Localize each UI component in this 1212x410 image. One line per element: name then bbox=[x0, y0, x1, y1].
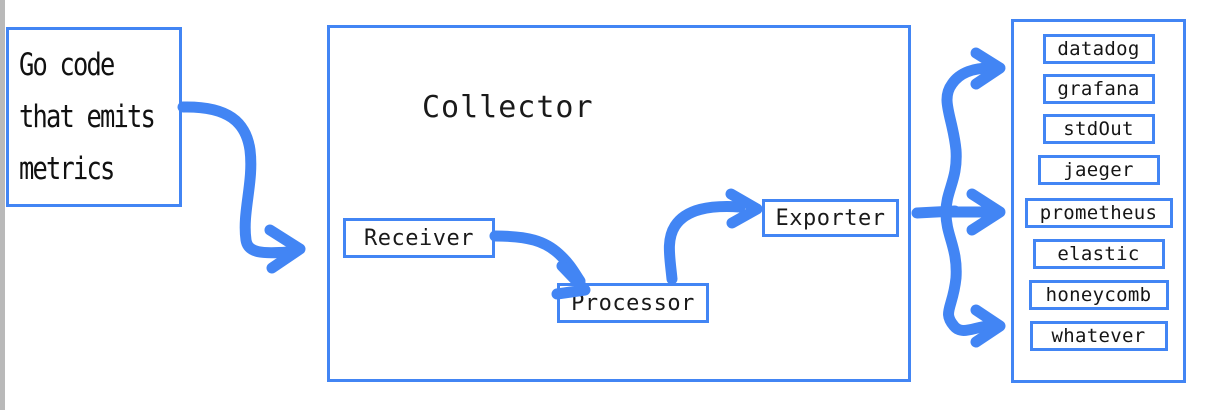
backend-label: jaeger bbox=[1063, 159, 1134, 181]
collector-title: Collector bbox=[422, 90, 594, 125]
backend-item-elastic: elastic bbox=[1032, 239, 1165, 269]
source-line-1: Go code bbox=[19, 47, 115, 83]
backend-item-grafana: grafana bbox=[1042, 74, 1155, 104]
backend-item-datadog: datadog bbox=[1042, 34, 1155, 64]
source-line-3: metrics bbox=[19, 151, 115, 187]
page-gutter bbox=[0, 0, 5, 410]
exporter-box: Exporter bbox=[762, 199, 899, 237]
backend-item-stdout: stdOut bbox=[1042, 114, 1155, 144]
processor-label: Processor bbox=[571, 290, 695, 316]
backend-label: prometheus bbox=[1039, 202, 1158, 224]
arrow-source-to-receiver bbox=[177, 101, 306, 274]
backend-item-whatever: whatever bbox=[1029, 321, 1168, 351]
backend-label: datadog bbox=[1057, 38, 1140, 60]
receiver-box: Receiver bbox=[343, 218, 495, 258]
backends-container: datadog grafana stdOut jaeger prometheus… bbox=[1011, 19, 1186, 383]
backend-item-prometheus: prometheus bbox=[1024, 198, 1173, 228]
backend-label: stdOut bbox=[1063, 118, 1134, 140]
backend-label: honeycomb bbox=[1045, 284, 1152, 306]
exporter-label: Exporter bbox=[775, 205, 886, 231]
backend-item-jaeger: jaeger bbox=[1037, 155, 1160, 185]
arrow-exporter-fanout bbox=[911, 47, 1006, 348]
source-line-2: that emits bbox=[19, 99, 156, 135]
backend-label: elastic bbox=[1057, 243, 1140, 265]
backend-label: grafana bbox=[1057, 78, 1140, 100]
backend-label: whatever bbox=[1051, 325, 1146, 347]
backend-item-honeycomb: honeycomb bbox=[1028, 280, 1169, 310]
go-code-source-box: Go code that emits metrics bbox=[6, 27, 182, 207]
processor-box: Processor bbox=[557, 283, 709, 323]
receiver-label: Receiver bbox=[364, 225, 474, 251]
